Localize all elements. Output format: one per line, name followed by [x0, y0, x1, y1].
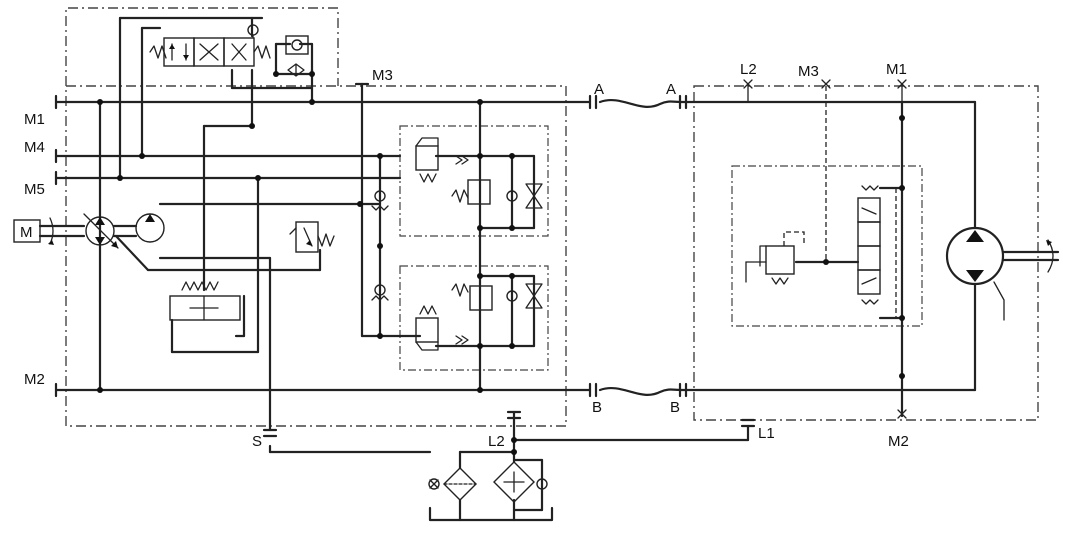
motor-unit-boundary [693, 85, 1039, 421]
port-label-m1-motor: M1 [886, 61, 907, 78]
upper-relief-valve-boundary [399, 125, 549, 237]
port-label-s: S [252, 433, 262, 450]
junction-dots [97, 71, 905, 455]
pump-unit-boundary [65, 85, 567, 427]
flushing-shuttle-valve [857, 185, 897, 319]
lower-relief-valve-boundary [399, 265, 549, 371]
port-label-m5-left: M5 [24, 181, 45, 198]
port-label-l1-motor: L1 [758, 425, 775, 442]
charge-pump [135, 213, 165, 243]
servo-cylinder [169, 281, 241, 321]
port-markers [54, 79, 907, 438]
port-label-m4-left: M4 [24, 139, 45, 156]
port-label-m2-motor: M2 [888, 433, 909, 450]
port-label-m3-top: M3 [372, 67, 393, 84]
check-valve-upper [371, 190, 389, 211]
upper-pressure-limiter [415, 137, 543, 209]
lower-pressure-limiter [415, 283, 543, 351]
boundary-boxes [65, 7, 1039, 427]
suction-filter [428, 467, 477, 501]
port-label-m1-left: M1 [24, 111, 45, 128]
port-label-m3-motor: M3 [798, 63, 819, 80]
hydraulic-lines [54, 16, 977, 522]
main-pump [83, 213, 138, 249]
hydraulic-motor [945, 226, 1060, 321]
check-valve-lower [371, 284, 389, 301]
port-label-l2-motor: L2 [740, 61, 757, 78]
flushing-relief-valve [745, 245, 795, 285]
electric-motor-label: M [20, 224, 33, 241]
port-label-b-motor: B [670, 399, 680, 416]
electric-motor: M [13, 217, 86, 245]
port-label-l2-bottom: L2 [488, 433, 505, 450]
port-labels: M1 M4 M5 M2 M3 A A B B S L2 L2 M3 M1 L1 … [24, 61, 909, 450]
control-valve-boundary [65, 7, 339, 86]
oil-cooler [493, 461, 548, 503]
port-label-a-pump: A [594, 81, 604, 98]
flushing-valve-boundary [731, 165, 923, 327]
pilot-check-valve [285, 35, 309, 77]
port-label-a-motor: A [666, 81, 676, 98]
charge-relief-valve [289, 221, 335, 253]
port-label-m2-left: M2 [24, 371, 45, 388]
displacement-control-valve [149, 24, 271, 67]
port-label-b-pump: B [592, 399, 602, 416]
